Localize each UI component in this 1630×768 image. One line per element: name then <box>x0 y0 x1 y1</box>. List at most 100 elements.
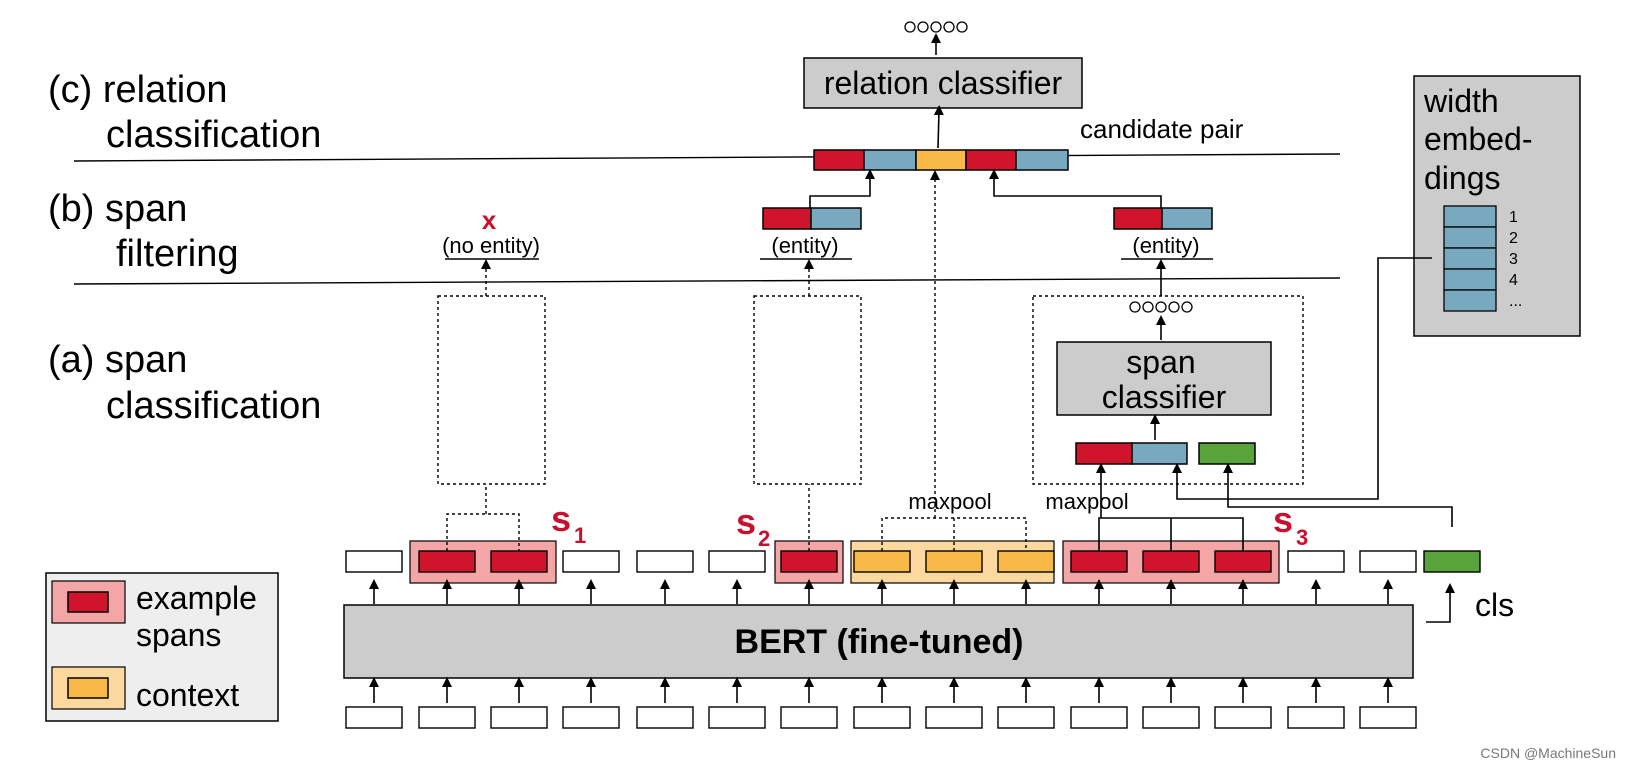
span-classifier-panel <box>1032 295 1304 485</box>
pooling-connectors <box>446 170 1244 551</box>
bert-box <box>343 604 1414 679</box>
width-embedding-index-4: 4 <box>1509 272 1518 289</box>
width-embedding-row-3 <box>1443 247 1497 270</box>
stage-b-label: (b) span <box>48 188 187 230</box>
legend-example-label-1: example <box>136 580 257 616</box>
width-embeddings-box <box>1413 75 1581 337</box>
input-token-1 <box>345 706 403 729</box>
cls-label: cls <box>1475 587 1514 623</box>
span-repr-red <box>1075 442 1133 465</box>
span-token-7 <box>780 550 838 573</box>
legend-context-swatch-inner <box>67 677 109 699</box>
arrow-entity2-to-pair <box>989 169 1162 208</box>
span-s3-letter: s <box>1273 499 1293 540</box>
span-classifier-placeholder-2 <box>753 295 862 485</box>
stage-c-label: (c) relation <box>48 69 228 111</box>
candidate-pair-span2-blue <box>1015 149 1069 171</box>
candidate-pair-span1-red <box>813 149 865 171</box>
width-embedding-index-1: 1 <box>1509 209 1518 226</box>
input-token-5 <box>636 706 694 729</box>
span-token-11 <box>1070 550 1128 573</box>
pool-context-connector <box>881 517 1027 551</box>
maxpool-label-2: maxpool <box>1045 489 1128 514</box>
input-tokens <box>345 677 1417 729</box>
embedding-token-15 <box>1359 550 1417 573</box>
input-token-7 <box>780 706 838 729</box>
relation-output-node-3 <box>930 21 942 33</box>
arrow-to-relation-classifier <box>933 105 944 149</box>
context-token-9 <box>925 550 983 573</box>
maxpool-label-1: maxpool <box>908 489 991 514</box>
input-token-13 <box>1214 706 1272 729</box>
input-token-6 <box>708 706 766 729</box>
span-token-12 <box>1142 550 1200 573</box>
span-s1-subscript: 1 <box>574 523 586 548</box>
candidate-pair-span1-blue <box>863 149 917 171</box>
width-embedding-index-3: 3 <box>1509 251 1518 268</box>
relation-output-nodes <box>904 21 968 33</box>
candidate-pair-label: candidate pair <box>1080 114 1244 144</box>
width-embeddings-label-1: width <box>1423 83 1499 119</box>
width-embeddings-label-3: dings <box>1424 160 1501 196</box>
span-output-nodes <box>1129 301 1193 313</box>
stage-labels: (c) relation classification (b) span fil… <box>48 69 321 427</box>
span-output-node-2 <box>1142 301 1154 313</box>
span-output-node-5 <box>1181 301 1193 313</box>
embedding-token-14 <box>1287 550 1345 573</box>
cls-token <box>1423 550 1481 573</box>
embedding-token-5 <box>636 550 694 573</box>
span-token-2 <box>418 550 476 573</box>
input-token-2 <box>418 706 476 729</box>
separator-line-bottom <box>73 277 1341 285</box>
input-token-3 <box>490 706 548 729</box>
embedding-token-4 <box>562 550 620 573</box>
entity1-vector-blue <box>810 207 862 230</box>
bert-label: BERT (fine-tuned) <box>735 623 1024 661</box>
separator-line-top <box>73 153 1341 162</box>
input-token-4 <box>562 706 620 729</box>
width-embedding-row-1 <box>1443 205 1497 228</box>
width-embedding-row-4 <box>1443 268 1497 291</box>
span-s3-subscript: 3 <box>1296 525 1308 550</box>
legend-example-swatch-inner <box>67 591 109 613</box>
no-entity-mark: x <box>482 205 497 235</box>
relation-output-node-2 <box>917 21 929 33</box>
entity-label-2: (entity) <box>1132 233 1199 258</box>
legend-example-label-2: spans <box>136 617 221 653</box>
stage-a-label-2: classification <box>106 385 321 427</box>
no-entity-label: (no entity) <box>442 233 540 258</box>
arrow-cls-to-span <box>1223 463 1453 527</box>
relation-output-node-1 <box>904 21 916 33</box>
candidate-pair-span2-red <box>965 149 1017 171</box>
entity1-vector-red <box>762 207 812 230</box>
legend-context-swatch-outer <box>51 666 126 710</box>
pool-s1-connector <box>446 484 520 551</box>
width-embedding-index-2: 2 <box>1509 230 1518 247</box>
stage-c-label-2: classification <box>106 114 321 156</box>
relation-classifier-label: relation classifier <box>824 65 1063 101</box>
legend: example spans context <box>45 572 279 722</box>
width-embedding-rows: 1234... <box>1443 205 1522 312</box>
candidate-pair-context <box>915 149 967 171</box>
embedding-tokens <box>345 550 1481 604</box>
stage-b-label-2: filtering <box>116 233 239 275</box>
input-token-9 <box>925 706 983 729</box>
legend-context-label: context <box>136 677 239 713</box>
watermark: CSDN @MachineSun <box>1480 745 1616 761</box>
span-output-node-1 <box>1129 301 1141 313</box>
pool-s3-connector <box>1098 517 1244 551</box>
span-s1-letter: s <box>551 498 571 539</box>
width-embeddings-panel: width embed- dings 1234... <box>1413 75 1581 337</box>
span-classifier-label-2: classifier <box>1102 379 1227 415</box>
input-token-12 <box>1142 706 1200 729</box>
embedding-token-6 <box>708 550 766 573</box>
input-token-8 <box>853 706 911 729</box>
arrow-to-cls <box>1426 583 1455 623</box>
span-token-3 <box>490 550 548 573</box>
context-token-10 <box>997 550 1055 573</box>
width-embedding-row-5 <box>1443 289 1497 312</box>
width-embedding-row-2 <box>1443 226 1497 249</box>
relation-output-node-4 <box>943 21 955 33</box>
candidate-pair-vector <box>813 149 1069 171</box>
